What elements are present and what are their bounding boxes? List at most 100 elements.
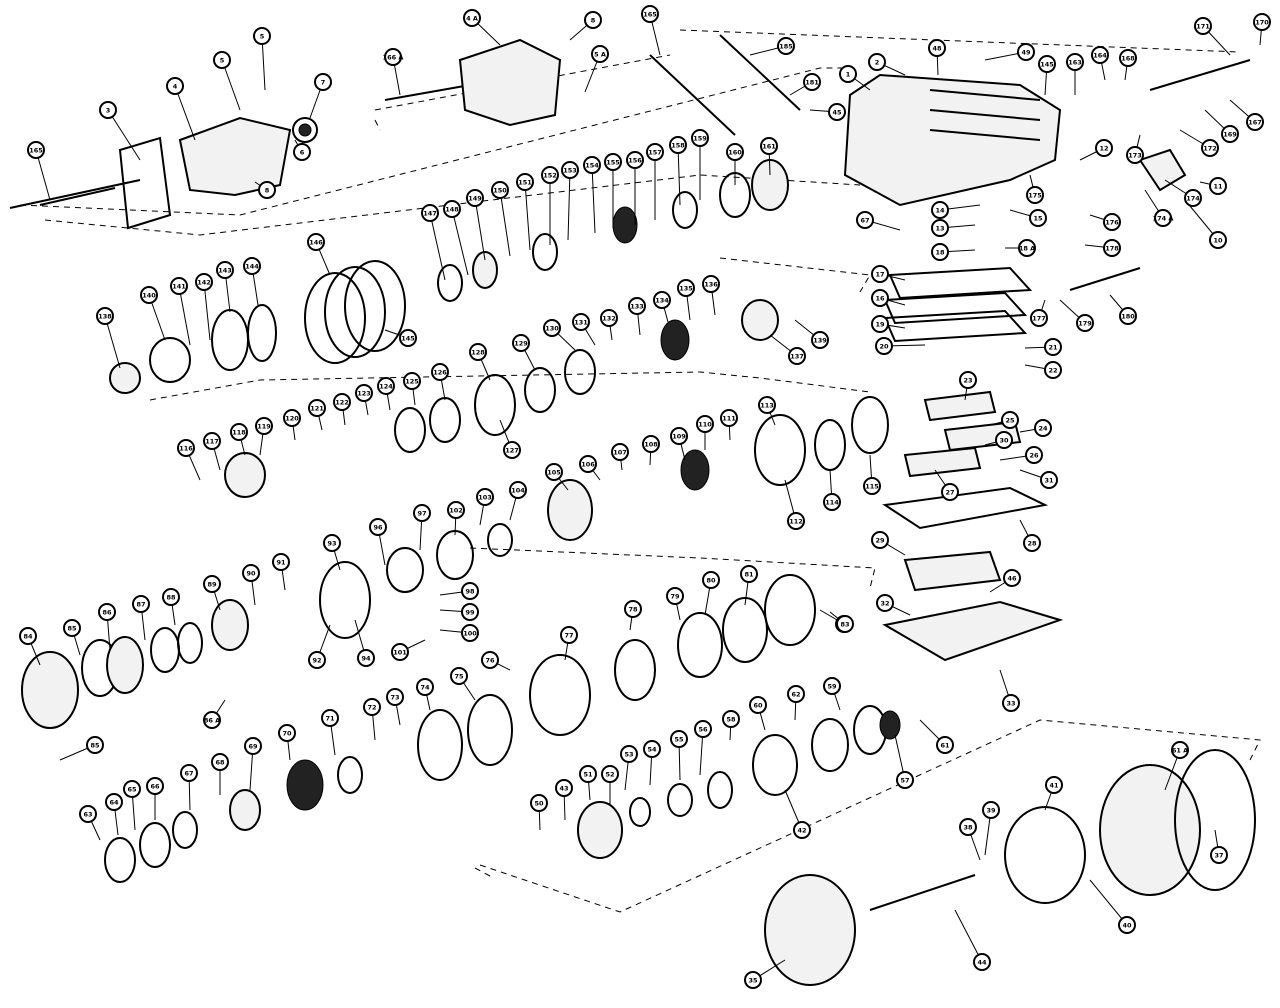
callout-circle [871,315,889,333]
clutch-pack-146 [304,272,366,364]
callout-circle [450,667,468,685]
shaft-165 [9,179,141,209]
callout-145: 145 [399,329,417,347]
callout-circle [1095,139,1113,157]
callout-122: 122 [333,393,351,411]
callout-circle [177,439,195,457]
callout-number: 133 [630,302,644,310]
callout-number: 161 [762,142,776,150]
callout-180: 180 [1119,307,1137,325]
callout-number: 120 [285,414,299,422]
callout-96: 96 [369,518,387,536]
callout-circle [1038,55,1056,73]
leader-line [451,208,469,276]
shaft-166a [384,84,471,101]
callout-number: 33 [1006,699,1015,707]
callout-circle [99,101,117,119]
callout-78: 78 [624,600,642,618]
callout-number: 18 [935,248,945,256]
callout-circle [691,129,709,147]
callout-number: 17 [875,270,884,278]
callout-number: 4 A [466,14,478,22]
callout-number: 168 [1121,54,1135,62]
callout-circle [1076,314,1094,332]
callout-number: 102 [449,506,463,514]
callout-number: 169 [1223,130,1237,138]
drum-84 [21,651,79,729]
callout-circle [230,423,248,441]
callout-circle [162,588,180,606]
callout-66: 66 [146,777,164,795]
callout-circle [928,39,946,57]
callout-circle [555,779,573,797]
plate-17 [888,266,1033,300]
callout-126: 126 [431,363,449,381]
callout-114: 114 [823,493,841,511]
callout-circle [584,11,602,29]
callout-circle [787,512,805,530]
callout-number: 111 [722,414,736,422]
callout-number: 100 [463,629,477,637]
callout-number: 14 [935,206,945,214]
callout-number: 154 [585,161,599,169]
gear-93 [319,561,371,639]
callout-number: 142 [197,278,211,286]
callout-circle [600,309,618,327]
callout-56: 56 [694,720,712,738]
callout-circle [1001,411,1019,429]
callout-number: 6 [300,148,305,156]
callout-33: 33 [1002,694,1020,712]
callout-circle [323,534,341,552]
callout-152: 152 [541,166,559,184]
callout-circle [132,595,150,613]
callout-42: 42 [793,821,811,839]
callout-number: 85 [67,624,77,632]
callout-number: 177 [1032,314,1046,322]
callout-circle [839,65,857,83]
callout-circle [726,143,744,161]
leader-line [203,281,211,341]
band-97 [436,530,474,580]
callout-number: 7 [321,78,326,86]
callout-83: 83 [836,615,854,633]
callout-154: 154 [583,156,601,174]
callout-circle [1044,338,1062,356]
callout-circle [811,331,829,349]
callout-circle [443,200,461,218]
callout-circle [1066,53,1084,71]
callout-number: 69 [248,742,258,750]
callout-circle [936,736,954,754]
callout-104: 104 [509,481,527,499]
callout-circle [643,740,661,758]
callout-number: 2 [875,58,880,66]
callout-173: 173 [1126,146,1144,164]
callout-113: 113 [758,396,776,414]
callout-circle [641,5,659,23]
callout-135: 135 [677,279,695,297]
callout-number: 127 [505,446,519,454]
callout-circle [931,243,949,261]
leader-line [1089,879,1128,926]
callout-number: 185 [779,42,793,50]
callout-number: 54 [647,745,657,753]
callout-30: 30 [995,431,1013,449]
callout-105: 105 [545,463,563,481]
callout-circle [211,753,229,771]
callout-145: 145 [1038,55,1056,73]
callout-number: 144 [245,262,259,270]
callout-20: 20 [875,337,893,355]
callout-46: 46 [1003,569,1021,587]
callout-97: 97 [413,504,431,522]
callout-number: 104 [511,486,525,494]
callout-circle [876,594,894,612]
callout-number: 147 [423,209,437,217]
callout-132: 132 [600,309,618,327]
callout-69: 69 [244,737,262,755]
callout-155: 155 [604,153,622,171]
callout-89: 89 [203,575,221,593]
lever-169 [1149,59,1251,91]
callout-number: 86 A [204,716,220,724]
callout-circle [180,764,198,782]
callout-107: 107 [611,443,629,461]
leader-line [474,197,486,261]
